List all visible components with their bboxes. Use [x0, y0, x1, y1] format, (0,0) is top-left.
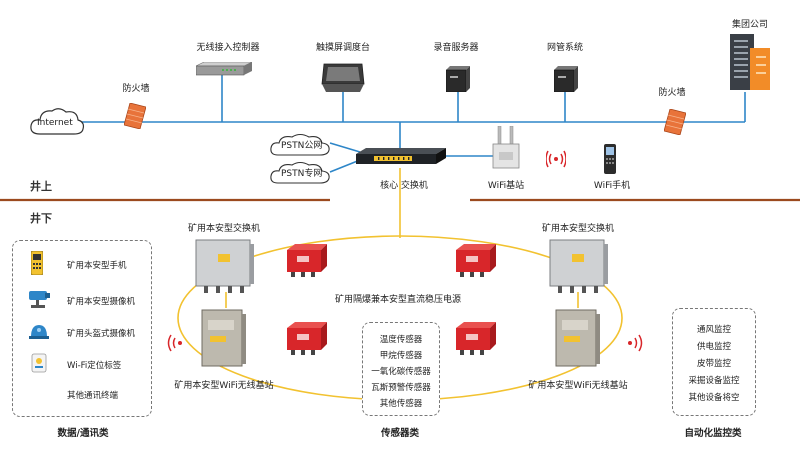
- comms-item-2: 矿用本安型摄像机: [67, 297, 136, 307]
- wifi-base-right-label: 矿用本安型WiFi无线基站: [528, 381, 628, 391]
- pstn-private-cloud-icon: [270, 161, 330, 184]
- sensor-item-5: 其他传感器: [379, 399, 423, 409]
- power-supply-box-top-right: [456, 244, 496, 277]
- wifi-tag-icon: [31, 353, 47, 373]
- automation-item-1: 通风监控: [696, 325, 732, 335]
- pstn-public-cloud-icon: [270, 133, 330, 156]
- firewall-left-label: 防火墙: [122, 84, 150, 94]
- wifi-base-station-icon: [492, 126, 520, 169]
- automation-item-4: 采掘设备监控: [688, 376, 740, 386]
- automation-item-2: 供电监控: [696, 342, 732, 352]
- mine-switch-right-icon: [549, 239, 608, 293]
- underground-signal-left-icon: [167, 334, 182, 352]
- recording-server-icon: [446, 66, 470, 92]
- wifi-phone-label: WiFi手机: [593, 181, 631, 191]
- sensor-item-3: 一氧化碳传感器: [371, 367, 431, 377]
- comms-item-3: 矿用头盔式摄像机: [67, 329, 136, 339]
- network-management-icon: [554, 66, 578, 92]
- switch-right-label: 矿用本安型交换机: [541, 224, 615, 234]
- mine-phone-icon: [31, 251, 43, 275]
- sensor-panel: 温度传感器 甲烷传感器 一氧化碳传感器 瓦斯预警传感器 其他传感器: [362, 322, 440, 416]
- comms-item-1: 矿用本安型手机: [67, 261, 127, 271]
- comms-item-4: Wi-Fi定位标签: [67, 361, 122, 371]
- wireless-signal-icon: [546, 150, 566, 168]
- comms-item-5: 其他通讯终端: [67, 391, 119, 401]
- automation-panel: 通风监控 供电监控 皮带监控 采掘设备监控 其他设备将空: [672, 308, 756, 416]
- mine-camera-icon: [29, 291, 50, 308]
- power-supply-box-bottom-right: [456, 322, 496, 355]
- sensor-item-4: 瓦斯预警传感器: [371, 383, 431, 393]
- zone-surface-label: 井上: [30, 180, 52, 193]
- power-supply-label: 矿用隔爆兼本安型直流稳压电源: [334, 295, 462, 305]
- pstn-public-label: PSTN公网: [281, 141, 323, 151]
- sensor-item-1: 温度传感器: [379, 335, 423, 345]
- firewall-right-icon: [664, 109, 686, 135]
- wifi-phone-icon: [604, 144, 616, 174]
- mine-wifi-base-right-icon: [555, 309, 600, 367]
- group-company-building-icon: [730, 34, 770, 90]
- comms-terminal-panel: 矿用本安型手机 矿用本安型摄像机 矿用头盔式摄像机 Wi-Fi定位标签 其他通讯…: [12, 240, 152, 417]
- mine-switch-left-icon: [195, 239, 254, 293]
- helmet-camera-icon: [29, 325, 49, 339]
- sensor-panel-title: 传感器类: [380, 428, 420, 439]
- group-company-label: 集团公司: [731, 20, 769, 30]
- underground-signal-right-icon: [628, 334, 643, 352]
- wireless-controller-icon: [196, 62, 252, 76]
- wifi-base-station-label: WiFi基站: [487, 181, 525, 191]
- switch-left-label: 矿用本安型交换机: [187, 224, 261, 234]
- mine-wifi-base-left-icon: [201, 309, 246, 367]
- automation-item-3: 皮带监控: [696, 359, 732, 369]
- wifi-base-left-label: 矿用本安型WiFi无线基站: [174, 381, 274, 391]
- network-management-label: 网管系统: [546, 43, 584, 53]
- sensor-item-2: 甲烷传感器: [379, 351, 423, 361]
- touch-console-icon: [321, 63, 365, 92]
- firewall-right-label: 防火墙: [658, 88, 686, 98]
- wireless-controller-label: 无线接入控制器: [196, 43, 260, 53]
- automation-item-5: 其他设备将空: [688, 393, 740, 403]
- touch-console-label: 触摸屏调度台: [315, 43, 371, 53]
- power-supply-box-bottom-left: [287, 322, 327, 355]
- zone-underground-label: 井下: [30, 212, 52, 225]
- automation-panel-title: 自动化监控类: [684, 428, 742, 439]
- recording-server-label: 录音服务器: [433, 43, 479, 53]
- core-switch-icon: [356, 148, 446, 164]
- blue-backbone: [60, 72, 746, 173]
- internet-label: Internet: [37, 118, 73, 128]
- core-switch-label: 核心 交换机: [380, 181, 428, 191]
- power-supply-box-top-left: [287, 244, 327, 277]
- pstn-private-label: PSTN专网: [281, 169, 323, 179]
- internet-cloud-icon: [30, 108, 85, 135]
- comms-panel-title: 数据/通讯类: [57, 428, 109, 439]
- firewall-left-icon: [124, 103, 146, 129]
